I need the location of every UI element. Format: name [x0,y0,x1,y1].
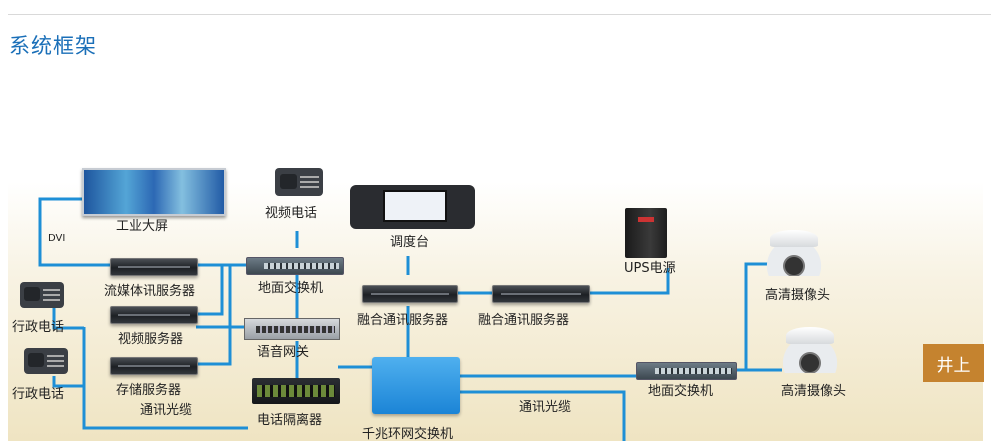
video-phone-device [275,168,323,196]
streaming-server-device [110,258,198,276]
ups-label: UPS电源 [624,261,676,276]
admin-phone-label-1: 行政电话 [12,320,65,335]
page-title: 系统框架 [9,34,97,58]
phone-isolator-label: 电话隔离器 [257,413,323,428]
fusion-server-label-2: 融合通讯服务器 [478,313,570,328]
dvi-label: DVI [48,233,66,244]
line-video-switch [196,264,224,316]
hd-camera-label-1: 高清摄像头 [765,288,831,303]
voice-gateway-device [244,318,340,340]
ground-switch-device-1 [246,257,344,275]
dispatch-console-label: 调度台 [390,235,430,250]
big-screen-label: 工业大屏 [116,219,169,234]
line-switch2-camera1 [735,262,768,372]
line-screen-streaming [38,197,110,267]
above-ground-button[interactable]: 井上 [923,344,984,382]
video-server-device [110,306,198,324]
ground-switch-device-2 [636,362,737,380]
line-storage-switch [196,264,232,366]
video-server-label: 视频服务器 [118,332,184,347]
video-phone-label: 视频电话 [265,206,318,221]
admin-phone-device-1 [20,282,64,308]
storage-server-label: 存储服务器 [116,383,182,398]
fiber-cable-label-1: 通讯光缆 [140,403,193,418]
ground-switch-label-2: 地面交换机 [648,384,714,399]
ring-switch-label: 千兆环网交换机 [362,427,454,442]
line-adminphones-isolator [82,327,248,430]
fusion-server-device-1 [362,285,458,303]
line-ring-fiber [460,390,626,441]
line-fusion-ups [588,268,670,295]
hd-camera-device-1 [766,226,822,276]
storage-server-device [110,357,198,375]
streaming-server-label: 流媒体讯服务器 [104,284,196,299]
phone-isolator-device [252,378,340,404]
hd-camera-device-2 [782,323,838,373]
ground-switch-label-1: 地面交换机 [258,281,324,296]
ring-switch-device [372,357,460,414]
admin-phone-device-2 [24,348,68,374]
hd-camera-label-2: 高清摄像头 [781,384,847,399]
admin-phone-label-2: 行政电话 [12,387,65,402]
fusion-server-device-2 [492,285,590,303]
header-divider [8,14,991,15]
line-adminphone1 [52,305,84,330]
fusion-server-label-1: 融合通讯服务器 [357,313,449,328]
industrial-screen-device [82,168,226,216]
fiber-cable-label-2: 通讯光缆 [519,400,572,415]
dispatch-console-device [350,185,475,229]
voice-gateway-label: 语音网关 [257,345,310,360]
line-adminphone2 [52,376,84,388]
ups-device [625,208,667,258]
